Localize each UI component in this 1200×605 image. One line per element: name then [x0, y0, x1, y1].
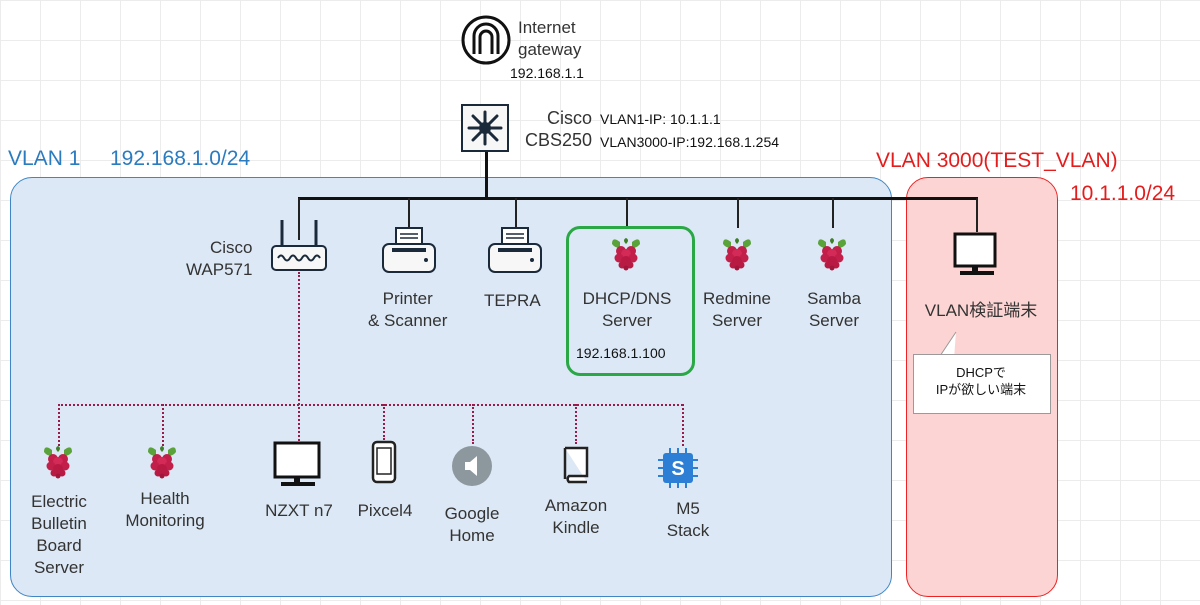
wireless-drop: [472, 404, 474, 444]
wireless-drop: [575, 404, 577, 444]
bulletin-label: Electric Bulletin Board Server: [31, 492, 87, 577]
switch-icon: [461, 104, 509, 152]
printer-icon: [382, 227, 436, 273]
speaker-icon: [452, 446, 492, 486]
chip-icon: S: [658, 448, 698, 488]
monitor-icon: [953, 232, 997, 275]
google-label: Google Home: [444, 504, 500, 545]
gateway-ip: 192.168.1.1: [510, 65, 584, 81]
switch-vlan1-ip: VLAN1-IP: 10.1.1.1: [600, 111, 721, 127]
raspberry-pi-icon: [818, 238, 846, 271]
wireless-drop: [682, 404, 684, 446]
wireless-bus-line: [58, 404, 683, 406]
wireless-trunk-line: [298, 272, 300, 444]
redmine-label: Redmine Server: [702, 289, 772, 330]
tepra-drop-line: [515, 198, 517, 228]
switch-vlan3000-ip: VLAN3000-IP:192.168.1.254: [600, 134, 780, 150]
switch-label: Cisco CBS250: [525, 108, 593, 150]
monitor-icon: [273, 441, 321, 486]
gateway-label: Internet gateway: [518, 18, 582, 59]
vlan-test-label: VLAN検証端末: [924, 301, 1038, 320]
pixel-label: Pixcel4: [357, 501, 413, 520]
raspberry-pi-icon: [148, 446, 176, 479]
svg-text:S: S: [671, 458, 684, 480]
vlan1-title: VLAN 1: [8, 147, 81, 170]
printer-drop-line: [408, 198, 410, 228]
raspberry-pi-icon: [723, 238, 751, 271]
wap-label: Cisco WAP571: [186, 238, 253, 279]
vlan3000-subnet: 10.1.1.0/24: [1070, 182, 1176, 205]
switch-uplink-line: [485, 152, 488, 200]
dhcp-label: DHCP/DNS Server: [582, 289, 672, 330]
callout-text: DHCPで IPが欲しい端末: [935, 365, 1027, 397]
redmine-drop-line: [737, 198, 739, 228]
internet-gateway-icon: [461, 15, 511, 65]
printer-label: Printer & Scanner: [368, 289, 448, 330]
raspberry-pi-icon: [612, 238, 640, 271]
book-icon: [563, 446, 589, 484]
vlan1-subnet: 192.168.1.0/24: [110, 147, 251, 170]
wireless-drop: [58, 404, 60, 446]
m5-label: M5 Stack: [666, 499, 710, 540]
dhcp-highlight-box: [566, 226, 695, 376]
nzxt-label: NZXT n7: [265, 501, 333, 520]
wireless-drop: [383, 404, 385, 440]
vlan3000-title: VLAN 3000(TEST_VLAN): [876, 149, 1118, 172]
wireless-access-point-icon: [271, 220, 327, 271]
dhcp-drop-line: [626, 198, 628, 228]
tepra-label: TEPRA: [484, 291, 541, 310]
samba-drop-line: [832, 198, 834, 228]
wireless-drop: [162, 404, 164, 446]
samba-label: Samba Server: [807, 289, 861, 330]
tepra-printer-icon: [488, 227, 542, 273]
callout-box: [913, 354, 1051, 414]
kindle-label: Amazon Kindle: [544, 496, 608, 537]
vlan-test-drop-line: [976, 198, 978, 232]
dhcp-ip: 192.168.1.100: [576, 345, 666, 361]
health-label: Health Monitoring: [125, 489, 205, 530]
raspberry-pi-icon: [44, 446, 72, 479]
smartphone-icon: [371, 440, 397, 484]
trunk-line: [298, 197, 978, 200]
wap-drop-line: [298, 198, 300, 240]
